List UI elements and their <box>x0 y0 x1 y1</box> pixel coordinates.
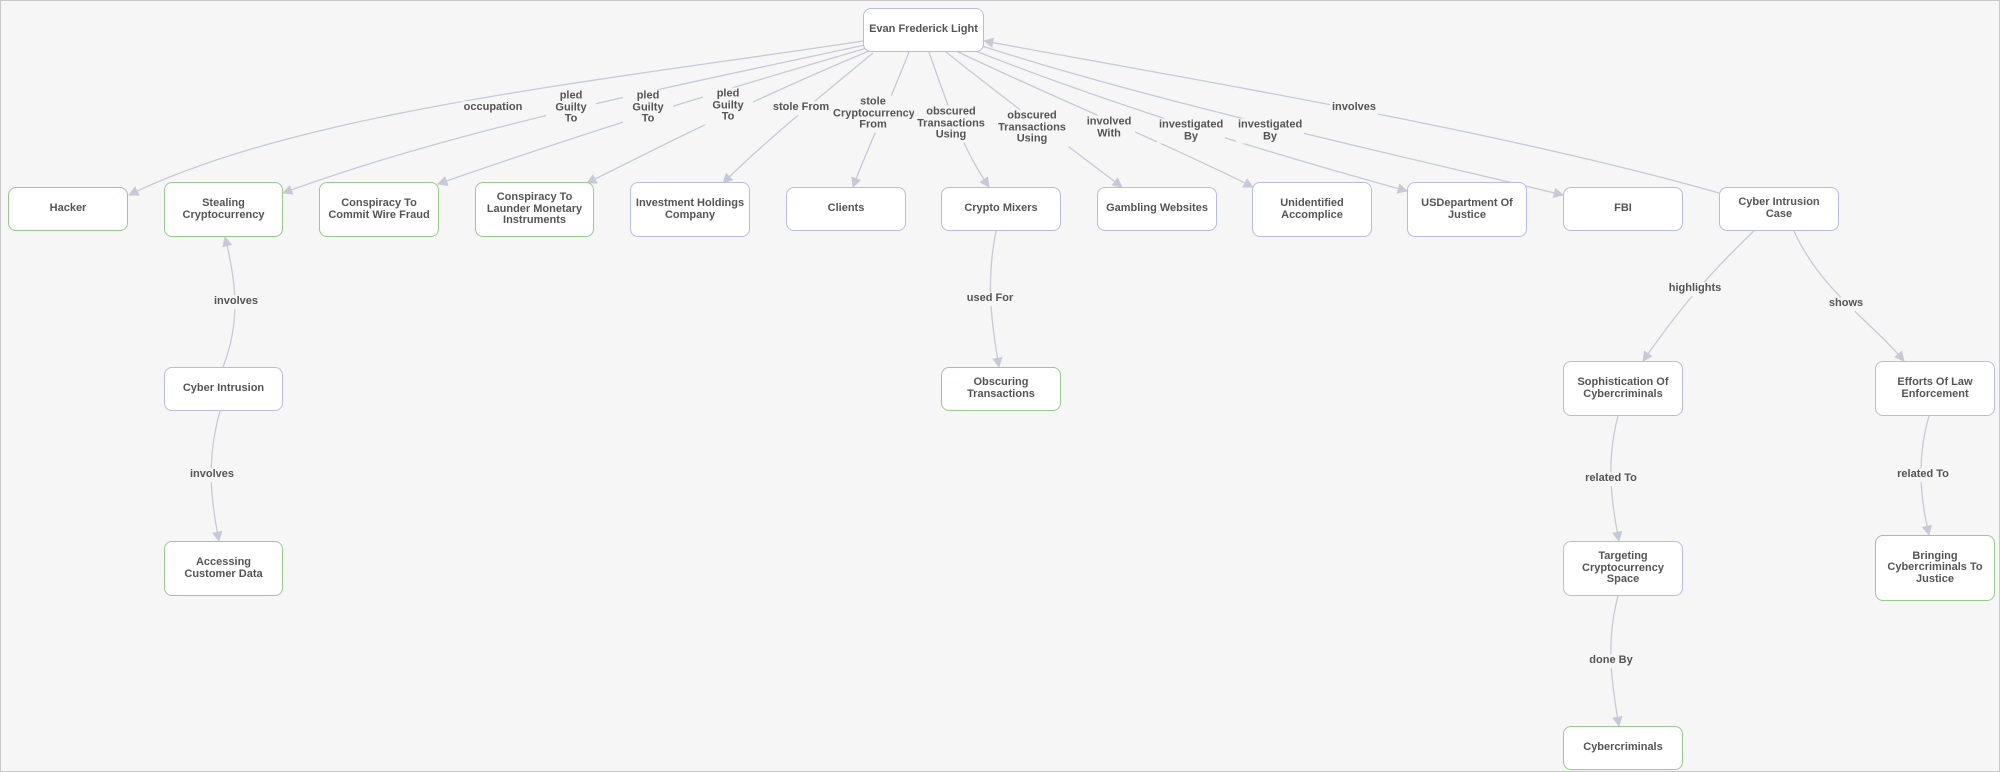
node-launder[interactable]: Conspiracy To Launder Monetary Instrumen… <box>475 182 594 237</box>
edge-stole-from <box>722 52 874 184</box>
node-gambling-websites[interactable]: Gambling Websites <box>1097 187 1217 231</box>
edge-label-stole-crypto: stole Cryptocurrency From <box>831 95 915 133</box>
edge-label-shows: shows <box>1826 297 1866 311</box>
edge-label-pled-2: pled Guilty To <box>623 89 673 127</box>
edge-label-involves-stealing: involves <box>211 295 261 309</box>
node-cyber-intrusion-case[interactable]: Cyber Intrusion Case <box>1719 187 1839 231</box>
edge-label-involves-accessing: involves <box>187 468 237 482</box>
node-targeting-cryptocurrency-space[interactable]: Targeting Cryptocurrency Space <box>1563 541 1683 596</box>
edge-label-investigated-2: investigated By <box>1236 118 1304 144</box>
node-efforts-of-law-enforcement[interactable]: Efforts Of Law Enforcement <box>1875 361 1995 416</box>
edge-label-obscured-2: obscured Transactions Using <box>995 109 1069 147</box>
node-sophistication-of-cybercriminals[interactable]: Sophistication Of Cybercriminals <box>1563 361 1683 416</box>
edge-label-pled-3: pled Guilty To <box>703 87 753 125</box>
edge-label-related-2: related To <box>1895 468 1951 482</box>
node-crypto-mixers[interactable]: Crypto Mixers <box>941 187 1061 231</box>
edge-label-related-1: related To <box>1583 472 1639 486</box>
node-evan-frederick-light[interactable]: Evan Frederick Light <box>863 8 984 52</box>
edge-highlights <box>1642 230 1755 362</box>
node-us-department-of-justice[interactable]: USDepartment Of Justice <box>1407 182 1527 237</box>
node-bringing-cybercriminals-to-justice[interactable]: Bringing Cybercriminals To Justice <box>1875 535 1995 601</box>
edge-shows <box>1793 230 1905 362</box>
node-obscuring-transactions[interactable]: Obscuring Transactions <box>941 367 1061 411</box>
node-fbi[interactable]: FBI <box>1563 187 1683 231</box>
node-wire-fraud[interactable]: Conspiracy To Commit Wire Fraud <box>319 182 439 237</box>
edge-label-obscured-1: obscured Transactions Using <box>914 105 988 143</box>
edge-label-involved-with: involved With <box>1083 115 1135 141</box>
node-unidentified-accomplice[interactable]: Unidentified Accomplice <box>1252 182 1372 237</box>
node-cybercriminals[interactable]: Cybercriminals <box>1563 726 1683 770</box>
edge-label-highlights: highlights <box>1666 282 1724 296</box>
edge-label-investigated-1: investigated By <box>1157 118 1225 144</box>
node-clients[interactable]: Clients <box>786 187 906 231</box>
edge-label-pled-1: pled Guilty To <box>546 89 596 127</box>
edge-label-involves-case: involves <box>1329 101 1379 115</box>
edge-label-used-for: used For <box>964 292 1016 306</box>
node-cyber-intrusion[interactable]: Cyber Intrusion <box>164 367 283 411</box>
edge-label-occupation: occupation <box>461 101 525 115</box>
node-hacker[interactable]: Hacker <box>8 187 128 231</box>
edge-label-done-by: done By <box>1587 654 1635 668</box>
node-stealing-cryptocurrency[interactable]: Stealing Cryptocurrency <box>164 182 283 237</box>
node-accessing-customer-data[interactable]: Accessing Customer Data <box>164 541 283 596</box>
node-investment-holdings[interactable]: Investment Holdings Company <box>630 182 750 237</box>
edge-label-stole-from: stole From <box>770 101 832 115</box>
